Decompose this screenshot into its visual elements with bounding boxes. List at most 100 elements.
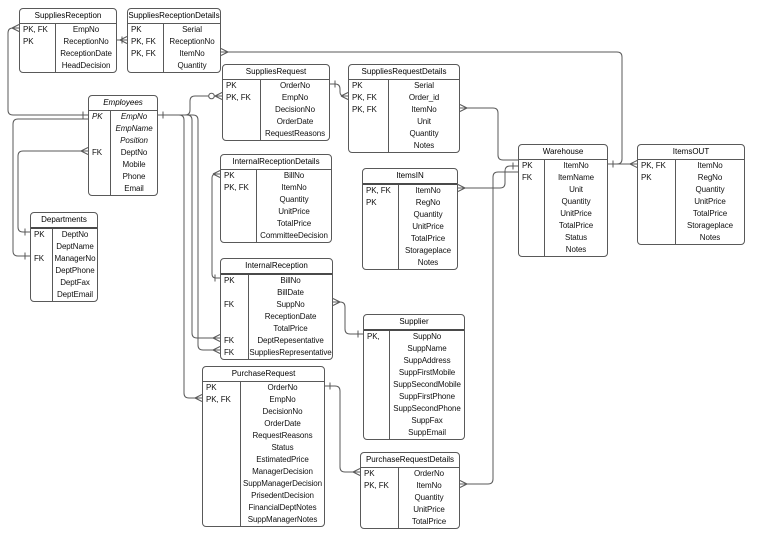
entity-attribute-row[interactable]: EstimatedPrice [203,454,324,466]
entity-attribute-row[interactable]: Mobile [89,159,157,171]
entity-attribute-row[interactable]: Storageplace [363,245,457,257]
entity-attribute-row[interactable]: RequestReasons [223,128,329,140]
connector-employees-internalreception-supprep[interactable] [158,114,220,351]
connector-internalreception-internalreceptiondetails[interactable] [211,173,220,279]
entity-attribute-row[interactable]: ReceptionDate [20,48,116,60]
entity-attribute-row[interactable]: DeptPhone [31,265,97,277]
entity-attribute-row[interactable]: DeptName [31,241,97,253]
connector-itemsin-warehouse[interactable] [458,165,518,189]
entity-attribute-row[interactable]: TotalPrice [221,323,332,335]
entity-attribute-row[interactable]: SuppManagerNotes [203,514,324,526]
entity-attribute-row[interactable]: UnitPrice [638,196,744,208]
entity-attribute-row[interactable]: SuppSecondPhone [364,403,464,415]
entity-attribute-row[interactable]: SuppFirstPhone [364,391,464,403]
entity-attribute-row[interactable]: Notes [638,232,744,244]
entity-attribute-row[interactable]: TotalPrice [519,220,607,232]
entity-attribute-row[interactable]: EmpName [89,123,157,135]
entity-attribute-row[interactable]: PrisedentDecision [203,490,324,502]
connector-purchaserequestdetails-warehouse[interactable] [460,171,518,485]
connector-employees-purchaserequest[interactable] [158,114,202,399]
entity-attribute-row[interactable]: Phone [89,171,157,183]
connector-employees-suppliesreception[interactable] [7,27,88,116]
entity-attribute-row[interactable]: FinancialDeptNotes [203,502,324,514]
connector-suppliesrequestdetails-warehouse[interactable] [460,107,518,161]
entity-attribute-row[interactable]: DecisionNo [223,104,329,116]
entity-attribute-row[interactable]: SuppAddress [364,355,464,367]
entity-attribute-row[interactable]: Unit [349,116,459,128]
entity-attribute-row[interactable]: SuppFax [364,415,464,427]
entity-attribute-row[interactable]: PK,SuppNo [364,331,464,343]
entity-attribute-row[interactable]: TotalPrice [361,516,459,528]
entity-attribute-row[interactable]: Quantity [363,209,457,221]
entity-attribute-row[interactable]: SuppSecondMobile [364,379,464,391]
entity-attribute-row[interactable]: RequestReasons [203,430,324,442]
entity-attribute-row[interactable]: Status [203,442,324,454]
entity-attribute-row[interactable]: Unit [519,184,607,196]
entity-attribute-row[interactable]: DecisionNo [203,406,324,418]
entity-attribute-row[interactable]: SuppFirstMobile [364,367,464,379]
entity-attribute-row[interactable]: Notes [363,257,457,269]
entity-attribute-row[interactable]: ReceptionDate [221,311,332,323]
entity-attribute-row[interactable]: UnitPrice [361,504,459,516]
connector-employees-internalreception-deptrep[interactable] [158,114,220,339]
entity-attribute-row[interactable]: UnitPrice [519,208,607,220]
entity-attribute-row[interactable]: UnitPrice [221,206,331,218]
entity-attribute-row[interactable]: SuppEmail [364,427,464,439]
entity-attribute-row[interactable]: Notes [349,140,459,152]
entity-attribute-row[interactable]: Storageplace [638,220,744,232]
entity-attribute-row[interactable]: DeptEmail [31,289,97,301]
connector-internalreception-supplier[interactable] [333,301,363,335]
connector-employees-departments-manager[interactable] [12,118,88,257]
entity-attribute-row[interactable]: Notes [519,244,607,256]
entity-attribute-row[interactable]: Quantity [638,184,744,196]
entity-attribute-row[interactable]: Quantity [519,196,607,208]
entity-attribute-row[interactable]: TotalPrice [221,218,331,230]
entity-attribute-row[interactable]: OrderDate [203,418,324,430]
entity-attribute-row[interactable]: BillDate [221,287,332,299]
entity-attribute-row[interactable]: SuppName [364,343,464,355]
connector-employees-departments-dept[interactable] [17,150,88,233]
entity-attribute-row[interactable]: Status [519,232,607,244]
entity-attribute-row[interactable]: Email [89,183,157,195]
entity-attribute-row[interactable]: TotalPrice [363,233,457,245]
